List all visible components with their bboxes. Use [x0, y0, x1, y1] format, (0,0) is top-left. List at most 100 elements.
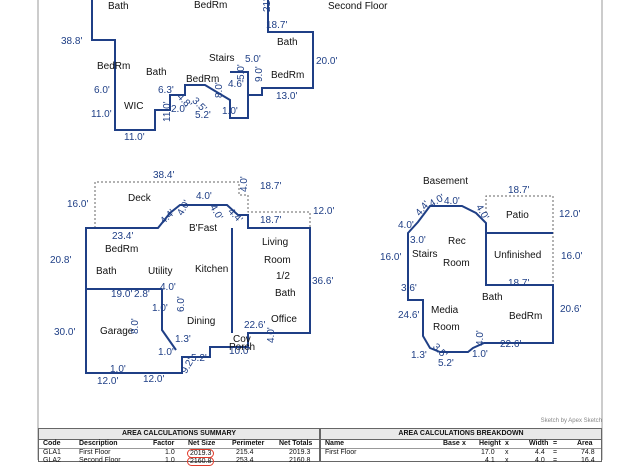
- column-header: Perimeter: [232, 440, 265, 447]
- dimension-label: 22.6': [500, 339, 521, 350]
- second-floor-outline: [91, 0, 314, 131]
- area-calculations-footer: Sketch by Apex Sketch AREA CALCULATIONS …: [38, 418, 602, 466]
- sketch-credit: Sketch by Apex Sketch: [540, 418, 602, 424]
- room-label: Room: [433, 322, 460, 333]
- summary-header-row: Code Description Factor Net Size Perimet…: [39, 440, 319, 449]
- dimension-label: 2.0': [171, 104, 187, 115]
- dimension-label: 38.8': [61, 36, 82, 47]
- table-cell: 74.8: [581, 449, 595, 456]
- room-label: Stairs: [412, 249, 438, 260]
- column-header: Factor: [153, 440, 175, 447]
- garage-wall: [86, 288, 177, 351]
- room-label: Garage: [100, 326, 134, 337]
- room-label: Dining: [187, 316, 215, 327]
- column-header: Net Totals: [279, 440, 313, 447]
- table-cell: GLA2: [43, 457, 61, 464]
- dimension-label: 4.6': [228, 79, 244, 90]
- dimension-label: 12.0': [559, 209, 580, 220]
- dimension-label: 16.0': [561, 251, 582, 262]
- room-label: Cov: [233, 334, 251, 345]
- table-cell: Second Floor: [79, 457, 121, 464]
- column-header: Net Size: [188, 440, 216, 447]
- room-label: BedRm: [194, 0, 227, 11]
- first-floor-plan: 38.4' Deck 16.0' 4.0' 4.0' 18.7' 4.4' 4.…: [50, 170, 334, 387]
- dimension-label: 11.0': [162, 101, 173, 122]
- column-header: Height: [479, 440, 501, 447]
- room-label: Bath: [277, 37, 298, 48]
- area-breakdown-table: AREA CALCULATIONS BREAKDOWN Name Base x …: [320, 428, 602, 464]
- dimension-label: 8.0': [214, 82, 225, 98]
- dimension-label: 16.0': [380, 252, 401, 263]
- dimension-label: 5.0': [236, 64, 247, 80]
- dimension-label: 9.0': [254, 66, 265, 82]
- dimension-label: 1.0': [222, 106, 238, 117]
- room-label: BedRm: [509, 311, 542, 322]
- room-label: Living: [262, 237, 288, 248]
- basement-outline: [407, 205, 554, 353]
- room-label: Bath: [96, 266, 117, 277]
- room-label: Room: [264, 255, 291, 266]
- dimension-label: 11.0': [91, 109, 112, 120]
- unfinished-wall: [485, 232, 553, 285]
- dimension-label: 23.4': [112, 231, 133, 242]
- room-label: Bath: [146, 67, 167, 78]
- table-cell: 215.4: [236, 449, 254, 456]
- table-cell: 17.0: [481, 449, 495, 456]
- room-label: Stairs: [209, 53, 235, 64]
- room-label: Kitchen: [195, 264, 228, 275]
- room-label: BedRm: [97, 61, 130, 72]
- table-cell: 4.0: [535, 457, 545, 464]
- dimension-label: 20.0': [316, 56, 337, 67]
- dimension-label: 1.0': [110, 364, 126, 375]
- table-row: GLA2 Second Floor 1.0 2160.8 253.4 2160.…: [39, 457, 319, 466]
- table-cell: 4.1: [485, 457, 495, 464]
- dimension-label: 4.0': [239, 176, 250, 192]
- breakdown-header-row: Name Base x Height x Width = Area: [321, 440, 601, 449]
- dimension-label: 13.0': [276, 91, 297, 102]
- room-label: Rec: [448, 236, 466, 247]
- table-cell: 1.0: [165, 449, 175, 456]
- column-header: =: [553, 440, 558, 447]
- dimension-label: 4.0': [175, 198, 192, 217]
- room-label: Porch: [229, 342, 255, 353]
- dimension-label: 10.0': [229, 346, 250, 357]
- dimension-label: 3.6': [401, 283, 417, 294]
- dimension-label: 1.3': [411, 350, 427, 361]
- column-header: Width: [529, 440, 549, 447]
- second-floor-plan: Second Floor Bath BedRm BedRm Bath Stair…: [61, 0, 388, 143]
- dimension-label: 24.6': [398, 310, 419, 321]
- dimension-label: 1.3': [175, 334, 191, 345]
- column-header: Name: [325, 440, 345, 447]
- dimension-label: 4.0': [475, 330, 486, 346]
- room-label: BedRm: [186, 74, 219, 85]
- dimension-label: 12.0': [97, 376, 118, 387]
- room-label: 1/2: [276, 271, 290, 282]
- dimension-label: 5.2': [195, 110, 211, 121]
- dimension-label: 12.0': [143, 374, 164, 385]
- dimension-label: 4.0': [398, 220, 414, 231]
- first-floor-outline: [85, 204, 311, 374]
- dimension-label: 1.0': [472, 349, 488, 360]
- dimension-label: 5.0': [245, 54, 261, 65]
- dimension-label: 18.7': [260, 215, 281, 226]
- dimension-label: 19.0': [111, 289, 132, 300]
- dimension-label: 18.7': [266, 20, 287, 31]
- table-cell: 2160.8: [289, 457, 311, 464]
- dimension-label: 18.7': [260, 181, 281, 192]
- basement-plan: Basement 4.0' 4.0' 4.4' 4.0' 18.7' Patio…: [380, 176, 582, 369]
- table-cell: 1.0: [165, 457, 175, 464]
- dimension-label: 20.8': [50, 255, 71, 266]
- dimension-label: 16.0': [67, 199, 88, 210]
- second-floor-title: Second Floor: [328, 1, 388, 12]
- dimension-label: 1.0': [158, 347, 174, 358]
- patio-outline: [485, 195, 554, 285]
- room-label: Bath: [108, 1, 129, 12]
- room-label: WIC: [124, 101, 143, 112]
- table-row: GLA1 First Floor 1.0 2019.3 215.4 2019.3: [39, 449, 319, 458]
- room-label: B'Fast: [189, 223, 217, 234]
- breakdown-title: AREA CALCULATIONS BREAKDOWN: [321, 429, 601, 440]
- dimension-label: 3.0': [410, 235, 426, 246]
- table-cell: =: [553, 457, 558, 464]
- room-label: Deck: [128, 193, 152, 204]
- sketch-frame: [37, 0, 603, 460]
